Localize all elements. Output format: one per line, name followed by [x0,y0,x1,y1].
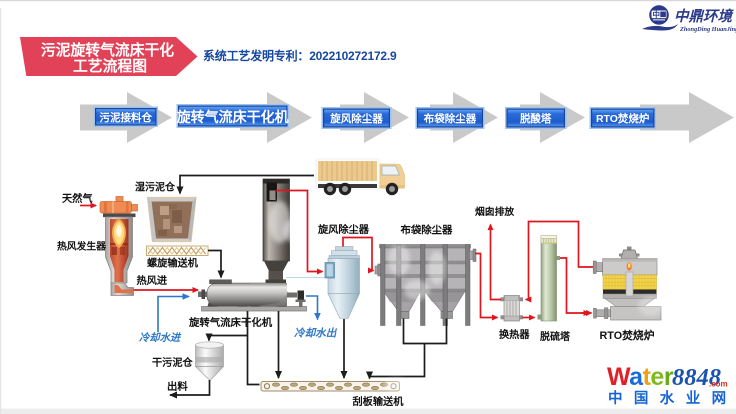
svg-text:旋风除尘器: 旋风除尘器 [329,112,383,125]
svg-text:换热器: 换热器 [499,328,530,341]
svg-text:RTO焚烧炉: RTO焚烧炉 [596,112,649,125]
svg-text:中国水业网: 中国水业网 [608,389,736,407]
svg-text:中鼎环境: 中鼎环境 [674,8,734,25]
svg-text:.com: .com [709,380,728,389]
svg-text:中: 中 [653,9,661,19]
svg-text:热风发生器: 热风发生器 [57,240,106,253]
svg-text:天然气: 天然气 [62,192,93,205]
svg-text:热风进: 热风进 [137,274,168,287]
svg-text:出料: 出料 [167,380,188,393]
svg-text:8848: 8848 [672,364,721,391]
svg-text:脱酸塔: 脱酸塔 [520,112,552,125]
svg-text:螺旋输送机: 螺旋输送机 [147,257,199,270]
svg-text:污泥旋转气流床干化: 污泥旋转气流床干化 [41,41,174,59]
svg-text:布袋除尘器: 布袋除尘器 [424,112,477,125]
svg-text:工艺流程图: 工艺流程图 [73,57,147,75]
svg-text:脱硫塔: 脱硫塔 [540,330,571,343]
svg-text:冷却水进: 冷却水进 [139,332,182,344]
svg-text:冷却水出: 冷却水出 [294,327,338,340]
svg-text:旋风除尘器: 旋风除尘器 [317,223,370,236]
svg-text:干污泥仓: 干污泥仓 [152,356,194,369]
svg-text:旋转气流床干化机: 旋转气流床干化机 [176,109,289,125]
svg-text:污泥接料仓: 污泥接料仓 [100,111,153,124]
svg-text:湿污泥仓: 湿污泥仓 [135,181,176,194]
svg-text:RTO焚烧炉: RTO焚烧炉 [600,328,655,342]
svg-text:布袋除尘器: 布袋除尘器 [401,224,454,237]
svg-text:ZhongDing HuanJing: ZhongDing HuanJing [679,26,736,33]
svg-text:系统工艺发明专利：202210272172.9: 系统工艺发明专利：202210272172.9 [203,48,397,63]
svg-text:烟囱排放: 烟囱排放 [475,205,514,218]
svg-text:旋转气流床干化机: 旋转气流床干化机 [188,316,273,329]
svg-text:刮板输送机: 刮板输送机 [353,395,405,408]
svg-text:Water: Water [607,363,674,391]
